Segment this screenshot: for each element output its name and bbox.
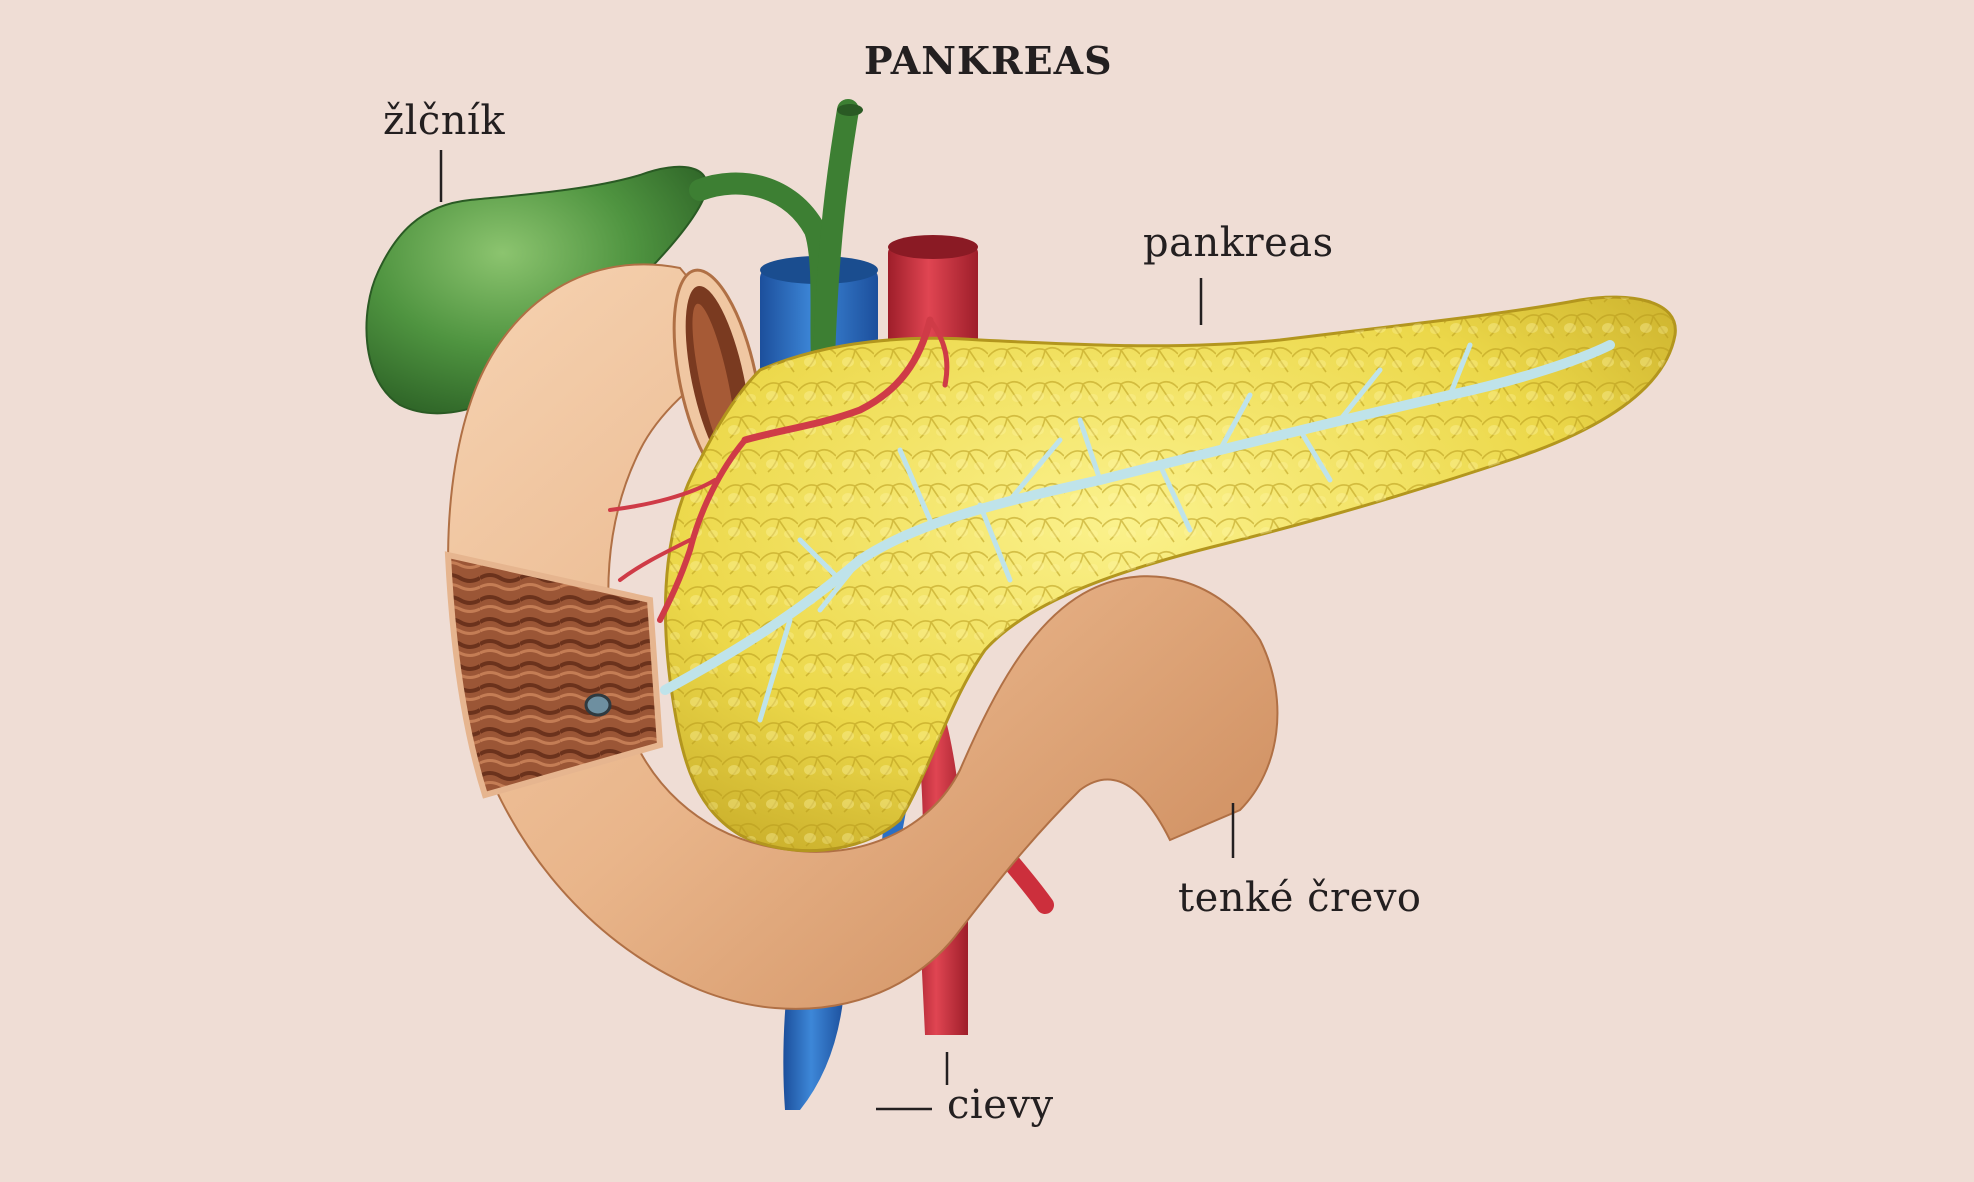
leader-lines: [439, 150, 1235, 1111]
diagram-title: PANKREAS: [864, 38, 1113, 83]
label-vessels: cievy: [947, 1082, 1054, 1128]
pancreatic-duct: [660, 340, 1615, 723]
label-pancreas: pankreas: [1143, 220, 1334, 266]
pancreas: [663, 295, 1677, 853]
pancreatic-arteries: [608, 316, 950, 623]
gallbladder: [365, 99, 863, 415]
label-small-intestine: tenké črevo: [1178, 875, 1422, 921]
label-gallbladder: žlčník: [383, 98, 506, 144]
